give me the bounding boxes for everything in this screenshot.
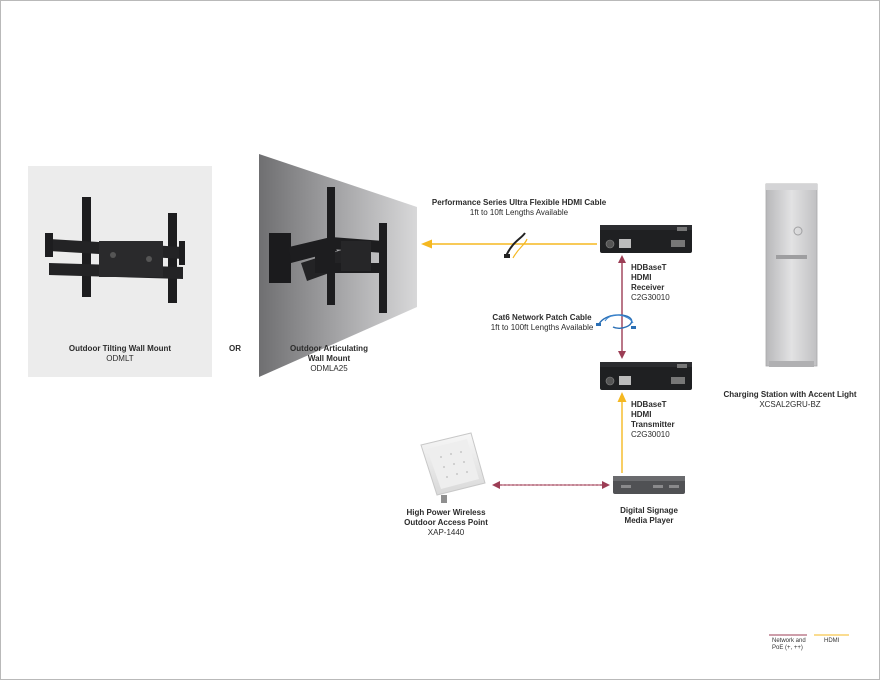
tilting-mount-name: Outdoor Tilting Wall Mount	[68, 344, 172, 353]
access-point-line-2: Outdoor Access Point	[404, 518, 488, 527]
hdmi-cable-name: Performance Series Ultra Flexible HDMI C…	[431, 198, 607, 207]
media-player-line-1: Digital Signage	[620, 506, 678, 515]
articulating-mount-label: Outdoor Articulating Wall Mount ODMLA25	[290, 344, 368, 374]
access-point-image	[420, 432, 486, 503]
articulating-wall-mount-image	[259, 154, 417, 377]
charging-station-image	[765, 183, 818, 367]
receiver-label: HDBaseT HDMI Receiver C2G30010	[631, 263, 670, 303]
or-text: OR	[229, 344, 241, 353]
articulating-mount-model: ODMLA25	[310, 364, 348, 373]
articulating-mount-name-2: Wall Mount	[307, 354, 351, 363]
transmitter-label: HDBaseT HDMI Transmitter C2G30010	[631, 400, 675, 440]
receiver-model: C2G30010	[631, 293, 670, 302]
legend-network-line-2: PoE (+, ++)	[772, 645, 803, 651]
hdbaset-transmitter-image	[600, 362, 692, 390]
media-player-line-2: Media Player	[624, 516, 674, 525]
cat6-cable-lengths: 1ft to 100ft Lengths Available	[490, 323, 594, 332]
receiver-line-1: HDBaseT	[631, 263, 667, 272]
network-connection-ap-to-player	[492, 481, 610, 489]
receiver-line-3: Receiver	[631, 283, 665, 292]
transmitter-model: C2G30010	[631, 430, 670, 439]
hdmi-connection-receiver-to-display	[421, 232, 597, 259]
hdmi-connection-player-to-transmitter	[617, 392, 627, 473]
media-player-label: Digital Signage Media Player	[620, 506, 678, 526]
cat6-cable-label: Cat6 Network Patch Cable 1ft to 100ft Le…	[491, 313, 594, 333]
hdmi-cable-label: Performance Series Ultra Flexible HDMI C…	[432, 198, 606, 218]
access-point-model: XAP-1440	[427, 528, 465, 537]
hdbaset-receiver-image	[600, 225, 692, 253]
charging-station-label: Charging Station with Accent Light XCSAL…	[723, 390, 856, 410]
legend-network-line-1: Network and	[772, 638, 806, 644]
transmitter-line-3: Transmitter	[631, 420, 675, 429]
media-player-image	[613, 476, 685, 494]
access-point-label: High Power Wireless Outdoor Access Point…	[404, 508, 488, 538]
receiver-line-2: HDMI	[631, 273, 652, 282]
charging-station-name: Charging Station with Accent Light	[723, 390, 857, 399]
legend-network-label: Network and PoE (+, ++)	[772, 638, 806, 652]
charging-station-model: XCSAL2GRU-BZ	[759, 400, 821, 409]
transmitter-line-2: HDMI	[631, 410, 652, 419]
cat6-connection-receiver-transmitter	[596, 255, 636, 359]
tilting-mount-label: Outdoor Tilting Wall Mount ODMLT	[69, 344, 171, 364]
transmitter-line-1: HDBaseT	[631, 400, 667, 409]
access-point-line-1: High Power Wireless	[406, 508, 486, 517]
tilting-wall-mount-image	[28, 166, 212, 377]
tilting-mount-model: ODMLT	[106, 354, 134, 363]
legend-hdmi-label: HDMI	[824, 638, 840, 644]
articulating-mount-name-1: Outdoor Articulating	[290, 344, 368, 353]
cat6-cable-name: Cat6 Network Patch Cable	[492, 313, 592, 322]
hdmi-cable-lengths: 1ft to 10ft Lengths Available	[469, 208, 569, 217]
